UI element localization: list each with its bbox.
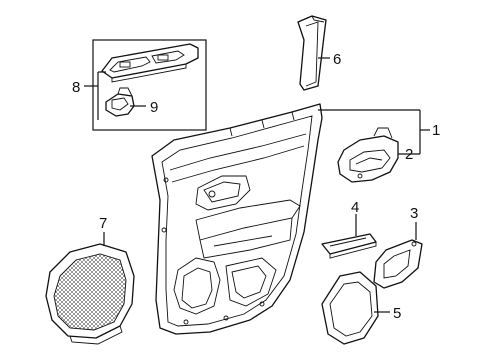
door-trim-panel-part [151,103,323,335]
callout-9: 9 [150,99,158,116]
seal-ring-part [321,271,379,345]
callout-8: 8 [72,79,80,96]
leader-lines [84,57,430,313]
pull-cup-part [321,233,377,259]
garnish-strip-part [297,15,327,91]
callout-1: 1 [432,122,440,139]
callout-4: 4 [351,199,359,216]
inside-handle-part [337,127,399,183]
switch-part [105,87,135,117]
callout-2: 2 [405,146,413,163]
switch-assembly-box [92,39,207,131]
callout-5: 5 [393,305,401,322]
window-switch-bezel-part [101,43,199,83]
speaker-grille-part [45,243,135,345]
callout-3: 3 [410,205,418,222]
callout-7: 7 [99,215,107,232]
switch-plate-part [373,239,423,289]
callout-6: 6 [333,51,341,68]
